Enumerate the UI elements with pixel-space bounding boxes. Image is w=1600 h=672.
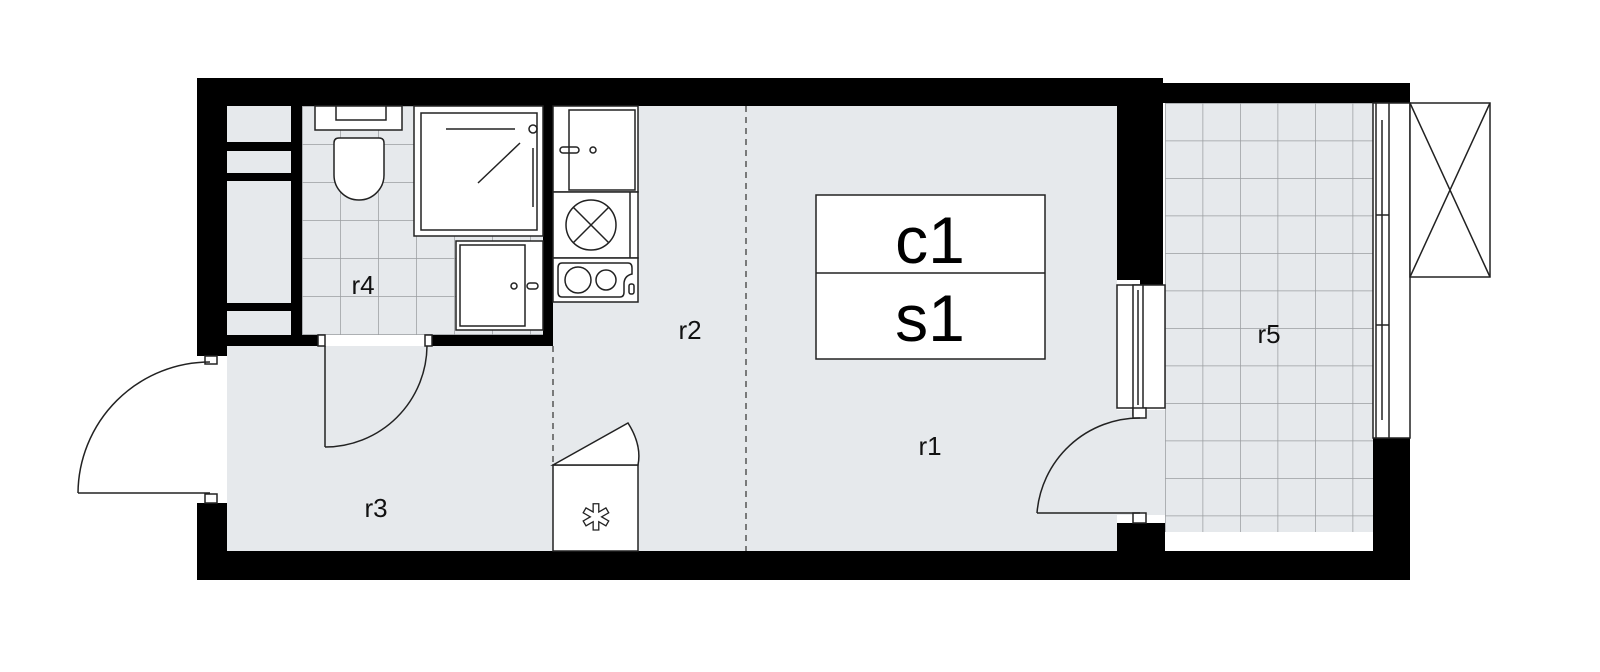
balcony-window <box>1372 102 1411 439</box>
entrance-door[interactable] <box>77 355 218 504</box>
unit-tag-top: c1 <box>895 203 965 277</box>
floor-r5 <box>1165 103 1373 532</box>
closet-floor <box>227 106 291 335</box>
ventilation-shaft <box>1409 102 1491 278</box>
unit-tag-bottom: s1 <box>895 281 965 355</box>
shower-icon <box>413 105 544 237</box>
window-r1 <box>1116 284 1166 416</box>
room-label-r4: r4 <box>351 270 374 300</box>
toilet-icon <box>314 105 403 201</box>
room-label-r3: r3 <box>364 493 387 523</box>
kitchen-sink-icon <box>552 105 639 193</box>
fridge-icon: ✱ <box>550 421 640 552</box>
room-label-r2: r2 <box>678 315 701 345</box>
balcony-door[interactable] <box>1036 407 1147 524</box>
room-label-r1: r1 <box>918 431 941 461</box>
snowflake-icon: ✱ <box>581 497 611 538</box>
oven-icon <box>552 191 639 259</box>
floor-door-gap <box>1117 410 1165 515</box>
unit-tag: c1 s1 <box>815 194 1046 360</box>
room-label-r5: r5 <box>1257 319 1280 349</box>
washbasin-icon <box>455 240 544 331</box>
floor-r3 <box>227 346 553 551</box>
bathroom-door[interactable] <box>317 334 433 448</box>
hob-icon <box>552 257 639 303</box>
